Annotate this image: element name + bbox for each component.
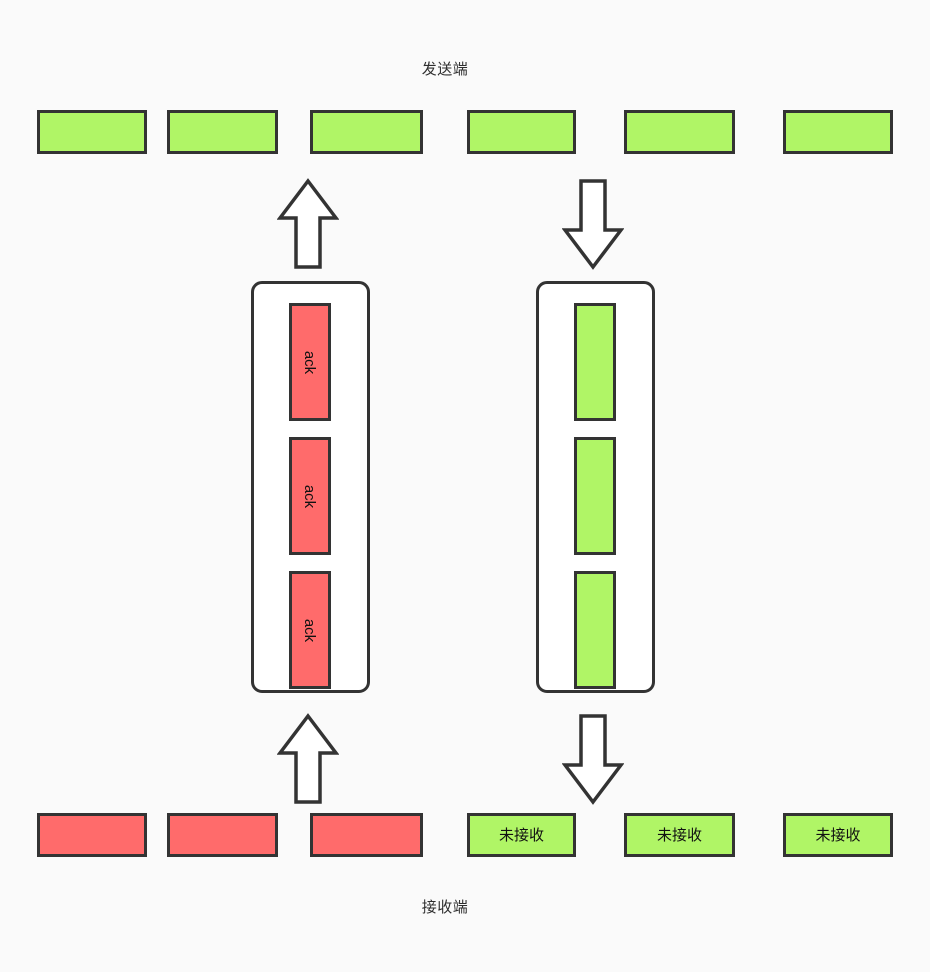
receiver-packet-3 <box>310 813 423 857</box>
receiver-packet-5: 未接收 <box>624 813 735 857</box>
ack-cell-1: ack <box>289 303 331 421</box>
receiver-label: 接收端 <box>421 899 469 916</box>
ack-buffer-container: ack ack ack <box>251 281 370 693</box>
ack-cell-3: ack <box>289 571 331 689</box>
data-buffer-container <box>536 281 655 693</box>
ack-cell-3-label: ack <box>301 618 319 642</box>
sender-packet-1 <box>37 110 147 154</box>
arrow-up-icon-bottom-left <box>277 713 339 805</box>
receiver-packet-6: 未接收 <box>783 813 893 857</box>
sender-packet-5 <box>624 110 735 154</box>
data-cell-1 <box>574 303 616 421</box>
ack-cell-1-label: ack <box>301 350 319 374</box>
sender-packet-6 <box>783 110 893 154</box>
data-cell-3 <box>574 571 616 689</box>
arrow-down-icon-bottom-right <box>562 713 624 805</box>
arrow-up-icon-top-left <box>277 178 339 270</box>
sender-packet-3 <box>310 110 423 154</box>
receiver-packet-5-label: 未接收 <box>656 826 702 844</box>
receiver-packet-2 <box>167 813 278 857</box>
ack-cell-2: ack <box>289 437 331 555</box>
ack-cell-2-label: ack <box>301 484 319 508</box>
sender-label: 发送端 <box>421 61 469 78</box>
data-cell-2 <box>574 437 616 555</box>
arrow-down-icon-top-right <box>562 178 624 270</box>
receiver-packet-4: 未接收 <box>467 813 576 857</box>
receiver-packet-4-label: 未接收 <box>498 826 544 844</box>
receiver-packet-1 <box>37 813 147 857</box>
receiver-packet-6-label: 未接收 <box>815 826 861 844</box>
sender-packet-2 <box>167 110 278 154</box>
sender-packet-4 <box>467 110 576 154</box>
